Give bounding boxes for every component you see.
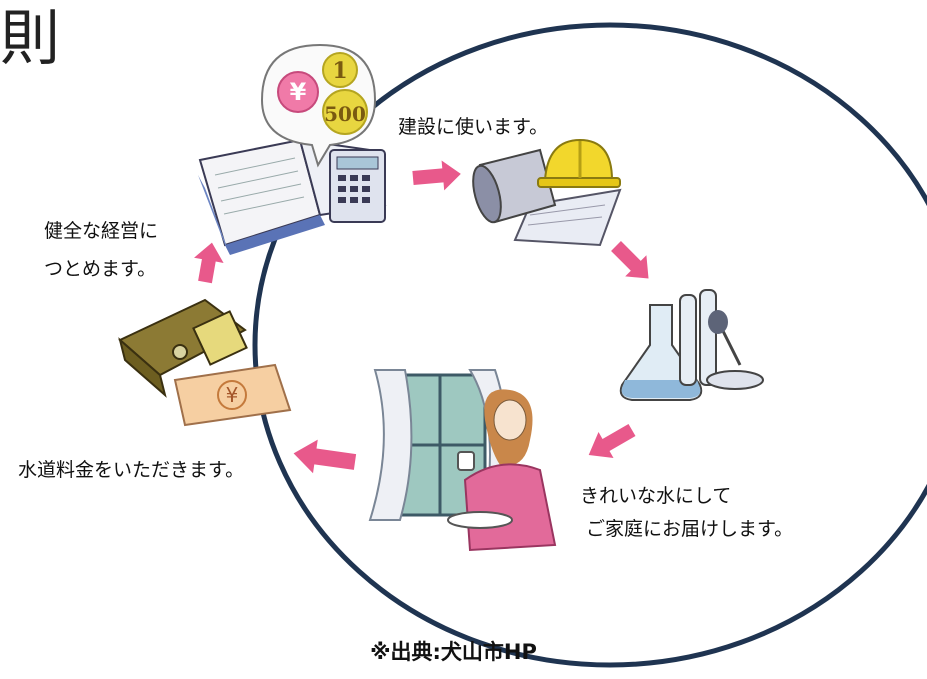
bill-yen-symbol: ¥	[226, 383, 239, 407]
five-hundred-coin-icon	[322, 89, 368, 135]
coin-yen-symbol: ¥	[290, 78, 307, 106]
coin-digit-one: 1	[332, 58, 347, 84]
source-note-text: ※出典:犬山市HP	[370, 640, 537, 664]
page-title-fragment: 則	[0, 4, 60, 74]
step-label-management-line1: 健全な経営に	[44, 220, 159, 242]
lab-flask-illustration	[619, 289, 764, 401]
hard-hat-icon	[537, 138, 621, 188]
step-label-construction: 建設に使います。	[398, 112, 548, 142]
arrow-right-icon	[412, 160, 461, 191]
coin-digits-500: 500	[324, 102, 366, 126]
cycle-arrows	[194, 160, 649, 474]
step-label-purification: きれいな水にして ご家庭にお届けします。	[580, 480, 793, 546]
wallet-illustration: ¥	[118, 298, 292, 427]
home-window-illustration	[368, 369, 557, 552]
pipe-icon	[472, 148, 557, 224]
woman-figure	[447, 389, 557, 552]
step-label-billing-line1: 水道料金をいただきます。	[18, 459, 245, 481]
one-coin-icon	[322, 52, 358, 88]
step-label-purification-line2: ご家庭にお届けします。	[586, 518, 794, 540]
step-label-construction-line1: 建設に使います。	[398, 116, 549, 138]
step-label-management: 健全な経営に つとめます。	[44, 212, 158, 288]
yen-bill-icon: ¥	[173, 363, 292, 427]
arrow-up-icon	[194, 242, 224, 284]
teacup-icon	[457, 451, 475, 471]
yen-coin-icon	[277, 71, 319, 113]
step-label-management-line2: つとめます。	[44, 258, 157, 280]
step-label-billing: 水道料金をいただきます。	[18, 455, 244, 485]
arrow-left-icon	[293, 439, 357, 474]
step-label-purification-line1: きれいな水にして	[580, 485, 732, 507]
arrow-down-right-icon	[611, 241, 649, 279]
wallet-clasp-icon	[172, 344, 188, 360]
arrow-down-left-icon	[588, 423, 636, 458]
construction-illustration	[472, 138, 622, 247]
accounts-book-illustration: ¥ 1 500	[198, 43, 387, 255]
source-note: ※出典:犬山市HP	[0, 636, 927, 666]
